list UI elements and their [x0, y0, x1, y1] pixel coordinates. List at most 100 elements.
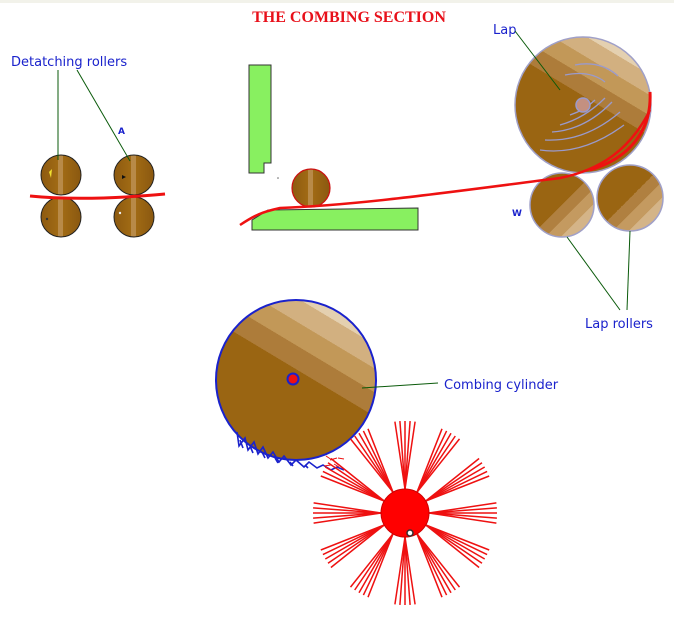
nipper-assembly	[248, 64, 419, 231]
bristle	[313, 507, 382, 514]
bristle	[367, 533, 394, 598]
bristle	[425, 462, 483, 502]
bristle	[416, 533, 443, 598]
bristle	[425, 470, 488, 502]
marker-w: W	[512, 209, 522, 219]
bristle	[428, 507, 497, 514]
fibre-sheet	[239, 109, 652, 227]
bristle	[425, 524, 480, 569]
lap-spiral	[539, 63, 625, 152]
detaching-roller-top-right	[113, 154, 155, 196]
comb-fibre-fragments	[323, 455, 345, 468]
leader-line	[76, 69, 131, 162]
bristle	[354, 533, 394, 591]
bristle	[416, 430, 448, 493]
bristle	[425, 524, 486, 560]
roller-mark	[122, 175, 126, 179]
bristle	[327, 524, 385, 564]
leader-line	[626, 230, 631, 311]
bristle	[330, 457, 385, 502]
bristle	[428, 502, 497, 514]
bristle	[322, 470, 385, 502]
bristle	[399, 536, 406, 605]
bristle	[425, 524, 490, 551]
bristle	[330, 524, 385, 569]
roller-mark	[45, 217, 49, 221]
bristle	[362, 430, 394, 493]
leader-line	[361, 382, 439, 389]
combing-needles	[236, 431, 345, 471]
bristle	[313, 512, 382, 524]
combing-cylinder-assembly	[215, 299, 377, 471]
lap-roller-left	[529, 172, 595, 238]
leader-line	[566, 236, 621, 311]
bristle	[322, 524, 385, 556]
lap-rollers-label: Lap rollers	[585, 317, 653, 332]
bristle	[399, 421, 406, 490]
cleaning-brush	[313, 421, 497, 605]
bristle	[358, 432, 394, 493]
bristle	[320, 475, 385, 502]
brush-pin	[406, 529, 414, 537]
bristle	[327, 462, 385, 502]
top-frame-strip	[0, 0, 674, 3]
bristle	[425, 524, 488, 556]
top-comb-plate	[248, 64, 272, 174]
lap-sheet-edge	[589, 91, 652, 172]
marker-a: A	[118, 127, 125, 137]
bristle	[416, 435, 456, 493]
bristle	[404, 421, 416, 490]
bristle	[320, 524, 385, 551]
bristle	[394, 536, 406, 605]
detaching-roller-top-left	[40, 154, 82, 196]
combing-cylinder-shaft	[286, 372, 300, 386]
bristle	[349, 438, 394, 493]
detaching-rollers-label: Detatching rollers	[11, 55, 127, 70]
lap-roller-right	[596, 164, 664, 232]
detaching-roller-bottom-left	[40, 196, 82, 238]
bristle	[404, 536, 411, 605]
bristle	[324, 524, 385, 560]
bristle	[416, 533, 456, 591]
bristle	[425, 457, 480, 502]
small-dot	[277, 177, 279, 179]
bristle	[416, 533, 461, 588]
bristle	[358, 533, 394, 594]
roller-mark	[49, 169, 52, 178]
detaching-rollers	[29, 154, 166, 238]
lap-core	[575, 97, 591, 113]
bristle	[394, 421, 406, 490]
brush-hub	[380, 488, 430, 538]
bristle	[425, 524, 483, 564]
bristle	[313, 502, 382, 514]
bristle	[404, 421, 411, 490]
bristle	[416, 533, 452, 594]
fibre-web-detaching	[29, 192, 166, 200]
lap-assembly	[514, 36, 664, 238]
bristle	[404, 536, 416, 605]
bristle	[416, 428, 443, 493]
bristle	[354, 435, 394, 493]
page-title: THE COMBING SECTION	[252, 9, 446, 26]
bristle	[324, 466, 385, 502]
lap-label: Lap	[493, 23, 516, 38]
bristle	[416, 432, 452, 493]
feed-plate	[251, 207, 419, 231]
leader-line	[514, 30, 561, 91]
bristle	[428, 512, 497, 519]
combing-cylinder-label: Combing cylinder	[444, 378, 559, 393]
bristle	[416, 533, 448, 596]
bristle	[362, 533, 394, 596]
bristle	[425, 466, 486, 502]
feed-roller	[291, 168, 331, 208]
bristle	[416, 438, 461, 493]
bristle	[367, 428, 394, 493]
bristle	[313, 512, 382, 519]
bristle	[425, 475, 490, 502]
brush-bristles	[313, 421, 497, 605]
bristle	[349, 533, 394, 588]
roller-mark	[118, 211, 122, 215]
detaching-roller-bottom-right	[113, 196, 155, 238]
bristle	[428, 512, 497, 524]
